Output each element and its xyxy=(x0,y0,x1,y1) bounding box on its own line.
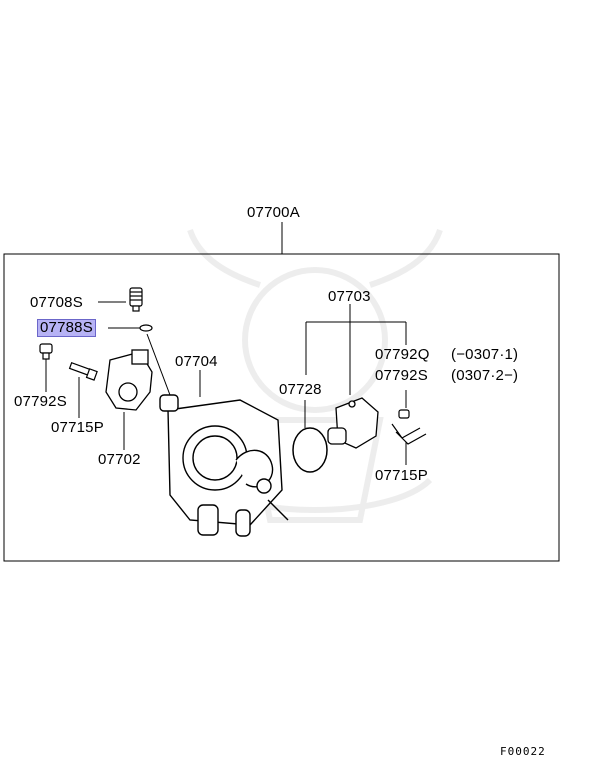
part-07715P-right-drawing xyxy=(391,423,427,445)
part-label-07715P-right[interactable]: 07715P xyxy=(375,467,428,484)
part-label-07728[interactable]: 07728 xyxy=(279,381,322,398)
part-label-07792Q[interactable]: 07792Q xyxy=(375,346,430,363)
part-07792S-left-drawing xyxy=(39,343,53,360)
part-07792-right-drawing xyxy=(398,409,410,419)
part-07702-drawing xyxy=(105,349,153,411)
part-note-07792S-right: (0307·2−) xyxy=(451,367,519,384)
assembly-label[interactable]: 07700A xyxy=(247,204,300,221)
part-07788S-drawing xyxy=(139,324,153,332)
figure-code: F00022 xyxy=(500,745,546,758)
part-label-07788S-highlighted[interactable]: 07788S xyxy=(37,319,96,337)
part-07715P-left-drawing xyxy=(68,361,98,381)
part-label-07708S[interactable]: 07708S xyxy=(30,294,83,311)
part-07704-throttle-body xyxy=(159,394,289,537)
part-note-07792Q: (−0307·1) xyxy=(451,346,519,363)
part-label-07704[interactable]: 07704 xyxy=(175,353,218,370)
leader-lines xyxy=(45,301,407,465)
part-label-07792S-right[interactable]: 07792S xyxy=(375,367,428,384)
part-label-07715P-left[interactable]: 07715P xyxy=(51,419,104,436)
part-07728-gasket xyxy=(292,427,328,473)
part-07703-drawing xyxy=(327,397,379,449)
part-07708S-drawing xyxy=(129,287,143,312)
part-label-07703[interactable]: 07703 xyxy=(328,288,371,305)
assembly-frame xyxy=(3,253,560,562)
part-label-07702[interactable]: 07702 xyxy=(98,451,141,468)
part-label-07792S-left[interactable]: 07792S xyxy=(14,393,67,410)
